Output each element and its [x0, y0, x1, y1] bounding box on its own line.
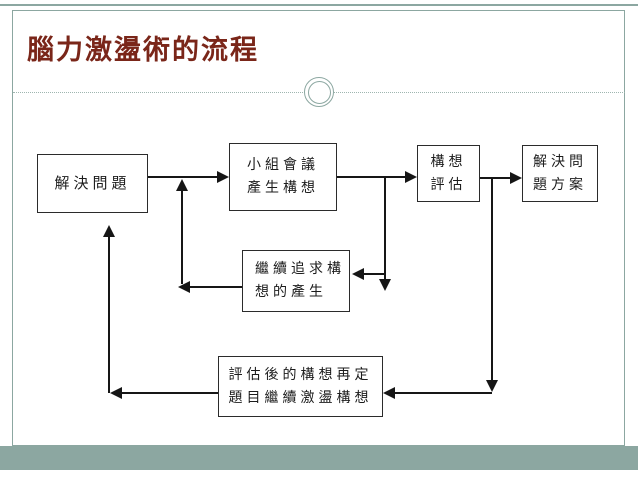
box-text-line: 繼續追求構 [255, 261, 345, 277]
connector-box6-left-out [121, 392, 218, 394]
arrowhead-into-box6 [383, 387, 395, 399]
box-text-line: 構想 [430, 153, 467, 170]
content-frame [12, 10, 625, 446]
box-text-line: 題目繼續激盪構想 [228, 389, 373, 406]
flow-box-solution: 解決問 題方案 [522, 145, 598, 202]
connector-into-box6-right [394, 392, 492, 394]
arrowhead-into-box2 [217, 171, 229, 183]
arrowhead-into-box5 [352, 268, 364, 280]
slide-title: 腦力激盪術的流程 [27, 35, 259, 66]
box-text-line: 評估後的構想再定 [228, 366, 373, 383]
box-text-line: 題方案 [533, 176, 587, 193]
connector-box3-to-box4 [480, 177, 512, 179]
flow-box-solve-problem: 解決問題 [37, 154, 148, 213]
flow-box-continue-pursuit: 繼續追求構 想的產生 [242, 250, 350, 312]
arrowhead-into-box3 [405, 171, 417, 183]
connector-into-box5-right [363, 273, 385, 275]
bottom-accent-band [0, 446, 638, 470]
flow-box-group-meeting: 小組會議 產生構想 [229, 143, 337, 211]
connector-down-to-box5 [384, 178, 386, 281]
arrowhead-left-at-return-corner [110, 387, 122, 399]
connector-box1-to-box2 [148, 176, 218, 178]
box-text-line: 解決問 [533, 153, 587, 170]
arrowhead-down-near-box5 [379, 279, 391, 291]
box-text-line: 解決問題 [54, 174, 131, 192]
box-text-line: 評估 [430, 176, 467, 193]
box-text-line: 小組會議 [247, 157, 319, 173]
arrowhead-down-near-box6 [486, 380, 498, 392]
connector-down-to-box6 [491, 179, 493, 382]
divider-circle-inner-ring [307, 80, 331, 104]
flow-box-redefine-brainstorm: 評估後的構想再定 題目繼續激盪構想 [218, 356, 383, 417]
box-text-line: 想的產生 [255, 284, 327, 300]
connector-box2-to-box3 [337, 176, 407, 178]
divider-circle-ornament [304, 77, 334, 107]
connector-box5-left-out [189, 286, 242, 288]
arrowhead-into-box4 [510, 172, 522, 184]
top-accent-line [0, 4, 638, 6]
arrowhead-left-at-feedback-corner [178, 281, 190, 293]
arrowhead-up-into-main-flow [176, 179, 188, 191]
connector-return-up-to-box1 [108, 236, 110, 393]
arrowhead-up-into-box1 [103, 225, 115, 237]
box-text-line: 產生構想 [247, 180, 319, 196]
flow-box-idea-evaluation: 構想 評估 [417, 145, 480, 202]
connector-feedback-up-from-box5 [181, 190, 183, 284]
